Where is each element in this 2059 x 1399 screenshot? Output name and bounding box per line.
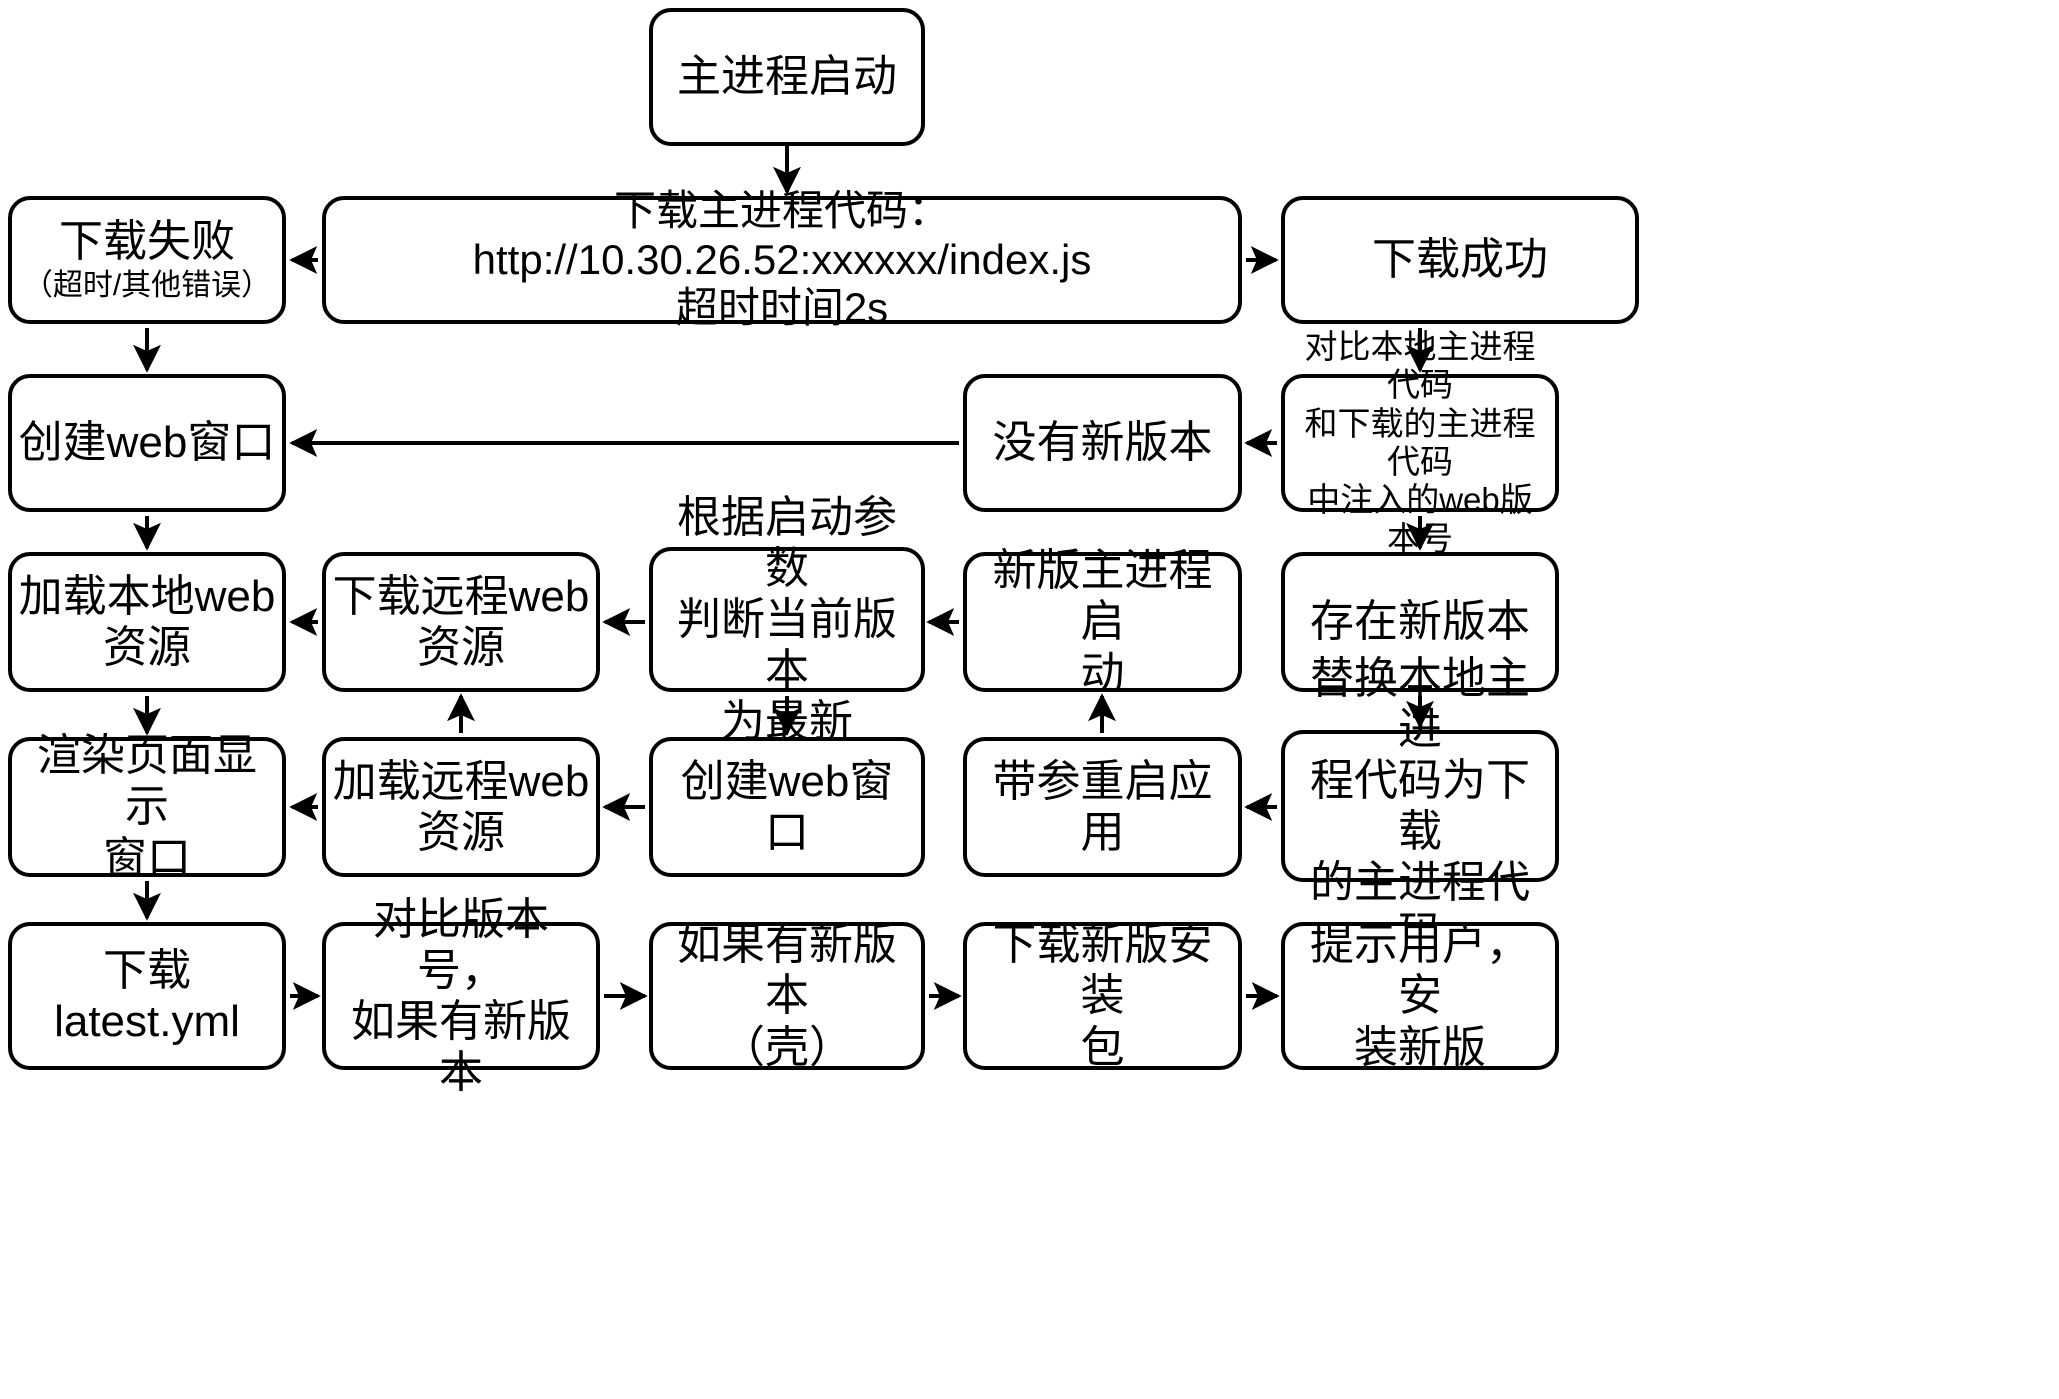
node-new-main-process-start: 新版主进程启 动	[963, 546, 1242, 698]
node-judge-current-version-latest: 根据启动参数 判断当前版本 为最新	[649, 493, 925, 746]
node-main-process-start: 主进程启动	[649, 8, 925, 146]
node-download-new-installer: 下载新版安装 包	[963, 920, 1242, 1072]
node-download-success: 下载成功	[1281, 196, 1639, 324]
node-create-web-window-bottom: 创建web窗口	[649, 737, 925, 877]
node-label: 加载本地web 资源	[18, 571, 276, 672]
node-compare-web-version: 对比本地主进程代码 和下载的主进程代码 中注入的web版本号	[1281, 328, 1559, 557]
node-download-main-process-code: 下载主进程代码： http://10.30.26.52:xxxxxx/index…	[322, 187, 1242, 331]
node-download-remote-web-resource: 下载远程web 资源	[322, 552, 600, 692]
node-label: 下载主进程代码： http://10.30.26.52:xxxxxx/index…	[472, 186, 1092, 332]
node-label: 带参重启应用	[992, 756, 1213, 857]
node-label: 没有新版本	[992, 418, 1213, 468]
node-label: 对比本地主进程代码 和下载的主进程代码 中注入的web版本号	[1304, 328, 1536, 557]
node-label: 根据启动参数 判断当前版本 为最新	[677, 492, 897, 747]
node-load-remote-web-resource: 加载远程web 资源	[322, 737, 600, 877]
node-prompt-user-install: 提示用户，安 装新版	[1281, 920, 1559, 1072]
node-replace-local-main-code: 替换本地主进 程代码为下载 的主进程代码	[1281, 654, 1559, 958]
node-label: 如果有新版本 （壳）	[677, 920, 897, 1072]
node-has-new-version: 存在新版本	[1281, 552, 1559, 692]
node-label: 提示用户，安 装新版	[1310, 920, 1530, 1072]
node-label: 替换本地主进 程代码为下载 的主进程代码	[1310, 653, 1530, 958]
node-label: 渲染页面显示 窗口	[37, 731, 257, 883]
node-label: 下载成功	[1372, 235, 1548, 285]
node-restart-app-with-args: 带参重启应用	[963, 737, 1242, 877]
node-label: 存在新版本	[1310, 597, 1530, 647]
node-compare-version-number: 对比版本号， 如果有新版本	[322, 895, 600, 1097]
node-download-failed: 下载失败（超时/其他错误）	[8, 196, 286, 324]
node-label: 新版主进程启 动	[992, 546, 1213, 698]
node-label: 加载远程web 资源	[332, 756, 590, 857]
node-sublabel: （超时/其他错误）	[22, 269, 272, 303]
node-create-web-window-top: 创建web窗口	[8, 374, 286, 512]
node-render-page-show-window: 渲染页面显示 窗口	[8, 731, 286, 883]
node-label: 下载新版安装 包	[992, 920, 1213, 1072]
node-if-new-version-shell: 如果有新版本 （壳）	[649, 920, 925, 1072]
node-label: 主进程启动	[677, 52, 897, 102]
node-no-new-version: 没有新版本	[963, 374, 1242, 512]
node-label: 创建web窗口	[680, 756, 894, 857]
node-download-latest-yml: 下载latest.yml	[8, 922, 286, 1070]
node-label: 下载远程web 资源	[332, 571, 590, 672]
node-label: 下载失败	[59, 217, 235, 267]
node-label: 下载latest.yml	[54, 945, 240, 1046]
node-load-local-web-resource: 加载本地web 资源	[8, 552, 286, 692]
node-label: 创建web窗口	[18, 418, 276, 468]
node-label: 对比版本号， 如果有新版本	[351, 894, 571, 1098]
